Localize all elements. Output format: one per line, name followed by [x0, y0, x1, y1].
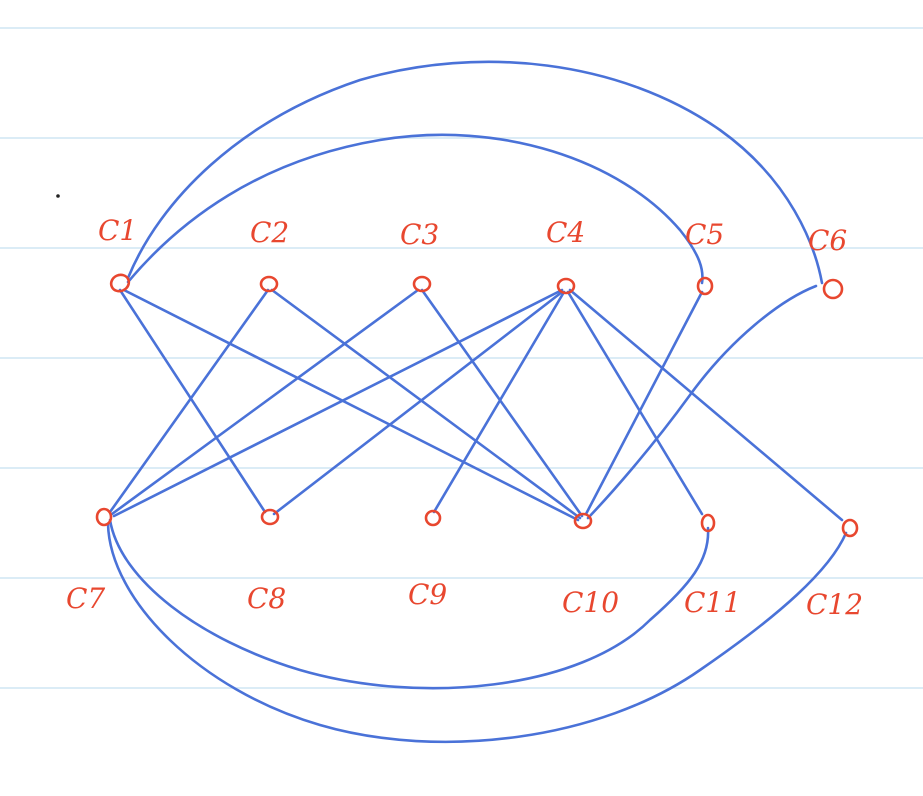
node-c10[interactable] [573, 512, 593, 530]
label-c8: C8 [247, 582, 286, 615]
edge-c4-c9 [432, 290, 566, 514]
node-c6[interactable] [822, 278, 844, 300]
label-c7: C7 [66, 582, 105, 615]
node-c9[interactable] [424, 509, 442, 527]
edge-c1-c8 [118, 288, 267, 514]
node-c11[interactable] [700, 513, 716, 533]
edges [106, 60, 848, 744]
ruled-lines [0, 27, 923, 689]
node-c4[interactable] [556, 277, 576, 295]
label-c6: C6 [808, 224, 847, 257]
label-c3: C3 [400, 218, 439, 251]
label-c9: C9 [408, 578, 447, 611]
edge-c6-c10 [586, 284, 818, 520]
node-c1[interactable] [108, 272, 131, 294]
node-c8[interactable] [260, 508, 280, 526]
label-c12: C12 [806, 588, 863, 621]
stray-dot [56, 194, 60, 198]
edge-c4-c7 [112, 288, 564, 518]
node-c2[interactable] [259, 275, 279, 293]
edge-c7-c11 [108, 518, 710, 690]
edge-c1-c5 [126, 133, 704, 285]
label-c2: C2 [250, 216, 289, 249]
label-c5: C5 [685, 218, 724, 251]
edge-c1-c10 [122, 288, 580, 522]
node-c3[interactable] [412, 275, 432, 293]
edge-c2-c7 [108, 288, 270, 514]
node-c5[interactable] [696, 276, 714, 296]
edge-c2-c10 [270, 288, 582, 520]
node-c7[interactable] [95, 507, 113, 527]
node-c12[interactable] [841, 518, 859, 538]
edge-c3-c10 [420, 288, 584, 518]
label-c11: C11 [684, 586, 741, 619]
nodes [95, 272, 859, 538]
edge-c5-c10 [584, 290, 704, 516]
edge-c7-c12 [106, 522, 848, 744]
label-c10: C10 [562, 586, 619, 619]
edge-c3-c7 [110, 288, 420, 516]
edge-c1-c6 [126, 60, 824, 285]
label-c1: C1 [98, 214, 137, 247]
label-c4: C4 [546, 216, 585, 249]
edge-c4-c11 [566, 290, 704, 516]
labels: C1 C2 C3 C4 C5 C6 C7 C8 C9 C10 C11 C12 [66, 214, 863, 621]
edge-c4-c12 [568, 288, 844, 522]
edge-c4-c8 [272, 290, 564, 516]
